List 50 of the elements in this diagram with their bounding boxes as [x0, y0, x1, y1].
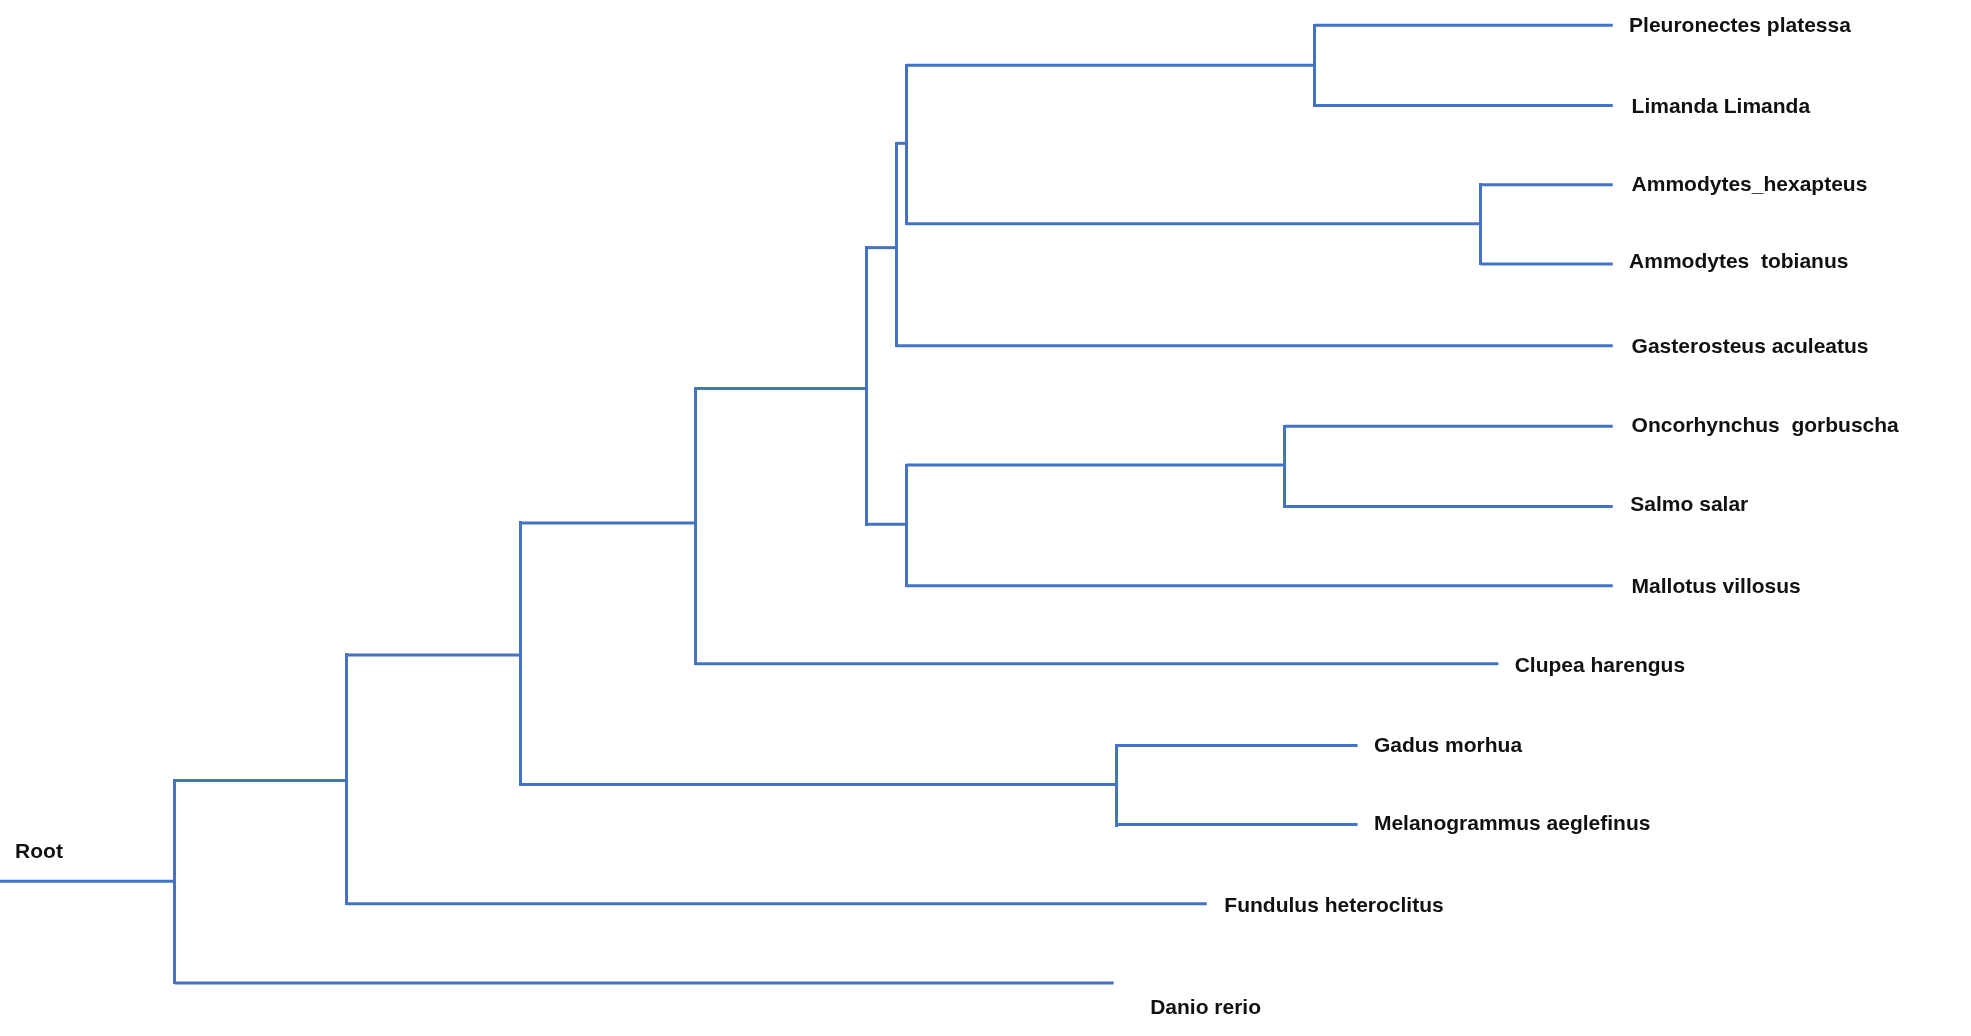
taxon-label: Gadus morhua [1357, 730, 1523, 761]
tree-branch [1480, 262, 1613, 266]
tree-branch [1314, 104, 1613, 108]
tree-branch [1116, 823, 1358, 827]
taxon-label: Pleuronectes platessa [1612, 10, 1851, 41]
branch-bar [1313, 23, 1317, 108]
branch-bar [1479, 183, 1483, 266]
tree-branch [866, 522, 907, 526]
tree-branch [0, 879, 175, 883]
branch-bar [894, 141, 898, 348]
tree-branch [1284, 505, 1613, 509]
tree-branch [695, 386, 867, 390]
tree-branch [695, 662, 1499, 666]
taxon-label: Limanda Limanda [1612, 90, 1811, 121]
branch-bar [1283, 424, 1287, 509]
tree-branch [906, 222, 1481, 226]
tree-branch [896, 344, 1613, 348]
taxon-label: Melanogrammus aeglefinus [1357, 808, 1651, 839]
tree-branch [520, 521, 696, 525]
taxon-label: Oncorhynchus gorbuscha [1612, 409, 1899, 440]
branch-bar [693, 386, 697, 666]
taxon-label: Salmo salar [1612, 489, 1749, 520]
tree-branch [174, 779, 347, 783]
tree-branch [520, 782, 1117, 786]
tree-branch [906, 63, 1315, 67]
taxon-label: Ammodytes tobianus [1612, 246, 1849, 277]
branch-bar [904, 463, 908, 588]
tree-branch [174, 981, 1114, 985]
tree-branch [906, 584, 1613, 588]
root-label: Root [0, 836, 63, 866]
branch-bar [518, 521, 522, 786]
tree-branch [1314, 23, 1613, 27]
tree-branch [906, 463, 1285, 467]
branch-bar [904, 63, 908, 226]
tree-branch [1480, 183, 1613, 187]
branch-bar [1114, 743, 1118, 828]
branch-bar [345, 653, 349, 906]
taxon-label: Mallotus villosus [1612, 570, 1801, 601]
taxon-label: Clupea harengus [1498, 649, 1686, 680]
tree-branch [346, 653, 521, 657]
tree-branch [1116, 743, 1358, 747]
tree-branch [866, 246, 897, 250]
tree-branch [346, 902, 1207, 906]
taxon-label: Ammodytes_hexapteus [1612, 168, 1868, 199]
branch-bar [173, 779, 177, 985]
taxon-label: Danio rerio [1113, 991, 1261, 1022]
taxon-label: Gasterosteus aculeatus [1612, 330, 1869, 361]
taxon-label: Fundulus heteroclitus [1206, 890, 1444, 921]
tree-branch [1284, 424, 1613, 428]
branch-bar [864, 246, 868, 526]
